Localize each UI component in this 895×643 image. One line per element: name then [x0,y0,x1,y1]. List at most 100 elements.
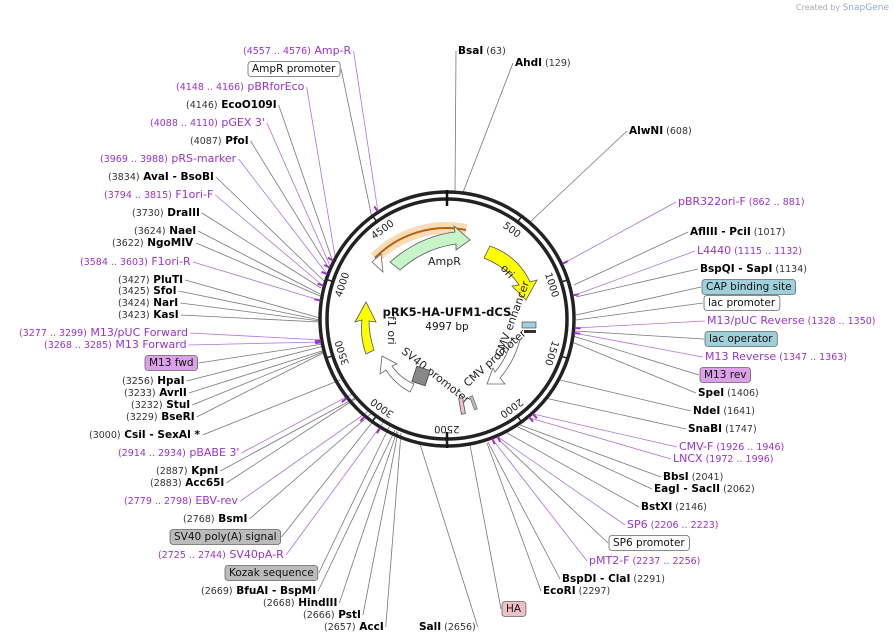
label-ecori: EcoRI (2297) [543,585,610,597]
label-text-lac-promoter: lac promoter [708,297,776,309]
lac-operator-block [521,321,537,329]
label-bspdi-clai: BspDI - ClaI (2291) [562,573,665,585]
label-name: CMV-F [679,440,713,453]
label-text-bbsi: BbsI (2041) [663,471,723,483]
label-position: (4557 .. 4576) [243,46,311,57]
primer-mark-prs-marker [321,271,328,275]
leader-ahdi [461,62,514,196]
ruler-tick [560,279,569,283]
label-name: lac operator [709,333,773,345]
leader-kasi [180,314,321,323]
label-position: (2768) [183,514,215,525]
credit-prefix: Created by [796,3,841,12]
label-box-lac-promoter [703,295,781,311]
label-name: SnaBI [688,423,722,435]
label-text-pbr-for-eco: (4148 .. 4166) pBRforEco [176,80,305,93]
label-name: SalI [419,621,441,633]
label-position: (1328 .. 1350) [805,316,876,327]
label-lac-promoter: lac promoter [703,295,781,311]
label-name: - BspMI [268,585,316,597]
label-text-ampr-promoter: AmpR promoter [252,63,336,75]
primer-mark-m13-reverse [574,332,581,335]
label-box-ampr-promoter [247,61,341,77]
primer-mark-pbabe3 [341,397,348,403]
label-position: (4148 .. 4166) [176,82,244,93]
leader-ngomiv [195,242,321,297]
site-labels: (4557 .. 4576) Amp-R AmpR promoter (4148 .… [19,44,876,633]
leader-naei [197,230,321,295]
label-name: Kozak sequence [229,567,314,579]
leader-hindiii [338,430,398,604]
label-position: (3730) [132,208,164,219]
label-f1ori-f: (3794 .. 3815) F1ori-F [104,188,213,201]
lac-promoter-block [524,330,536,333]
leader-m13-forward [188,341,323,346]
label-position: (2779 .. 2798) [124,496,192,507]
label-text-kpni: (2887) KpnI [156,465,218,477]
label-bfuai-bspmi: (2669) BfuAI - BspMI [201,585,316,597]
primer-mark-pbr-for-eco [327,256,334,262]
leader-lac-operator [574,330,705,340]
label-position: (2666) [303,610,335,621]
label-name: Amp-R [311,44,352,57]
label-position: (2668) [263,598,295,609]
label-text-bspdi-clai: BspDI - ClaI (2291) [562,573,665,585]
label-text-m13-forward: (3268 .. 3285) M13 Forward [44,338,187,351]
label-text-ha: HA [506,603,522,615]
label-text-avrii: (3233) AvrII [124,387,187,399]
label-position: (1641) [720,406,755,417]
cmv-promoter-feature [486,337,521,385]
leader-aflii-pcii [573,231,689,286]
label-name: SV40pA-R [226,548,284,561]
label-text-acci: (2657) AccI [324,621,384,633]
ruler-tick [371,415,377,423]
label-stui: (3232) StuI [131,399,190,411]
label-name: - BsoBI [169,171,214,183]
leader-bbsi [519,424,662,478]
label-position: (1926 .. 1946) [713,442,784,453]
leader-bfuai-bspmi [317,429,396,592]
label-name: AvaI [140,171,169,183]
leader-sp6 [497,436,626,526]
label-position: (2237 .. 2256) [630,556,701,567]
label-name: pMT2-F [589,554,630,567]
label-name: EBV-rev [192,494,239,507]
primer-mark-sv40pa-r [376,427,381,434]
leader-ecori [486,442,542,592]
label-acci: (2657) AccI [324,621,384,633]
label-text-bstxi: BstXI (2146) [641,501,707,513]
label-name: HindIII [295,597,338,609]
label-draiii: (3730) DraIII [132,207,200,219]
label-position: (3624) [134,226,166,237]
label-name: SfoI [150,285,177,297]
primer-mark-cmv-f [532,413,538,420]
label-name: PfoI [222,135,249,147]
leader-bsmi [249,411,374,520]
label-text-sv40pa-r: (2725 .. 2744) SV40pA-R [158,548,284,561]
label-pbr322ori-f: pBR322ori-F (862 .. 881) [678,195,805,208]
label-name: NarI [150,297,179,309]
label-text-f1ori-f: (3794 .. 3815) F1ori-F [104,188,213,201]
label-position: (4088 .. 4110) [150,118,218,129]
label-name: AflIII [690,226,718,238]
label-name: SP6 promoter [613,537,685,549]
primer-mark-m13-forward [315,341,322,345]
label-name: pRS-marker [168,152,237,165]
label-name: HpaI [154,375,185,387]
ori-feature [483,245,538,301]
label-position: (3424) [118,298,150,309]
ruler-tick [560,355,568,360]
label-text-pmt2-f: pMT2-F (2237 .. 2256) [589,554,700,567]
label-name: pGEX 3' [218,116,265,129]
leader-acci [385,432,402,628]
label-position: (3229) [126,412,158,423]
leader-snabi [544,397,687,430]
sv40-polya-block [411,365,431,387]
label-text-ecori: EcoRI (2297) [543,585,610,597]
label-name: StuI [163,399,191,411]
label-position: (3794 .. 3815) [104,190,172,201]
leader-bspqi-sapi [575,268,699,298]
label-name: BfuAI [233,585,269,597]
leader-amp-r [353,50,379,213]
